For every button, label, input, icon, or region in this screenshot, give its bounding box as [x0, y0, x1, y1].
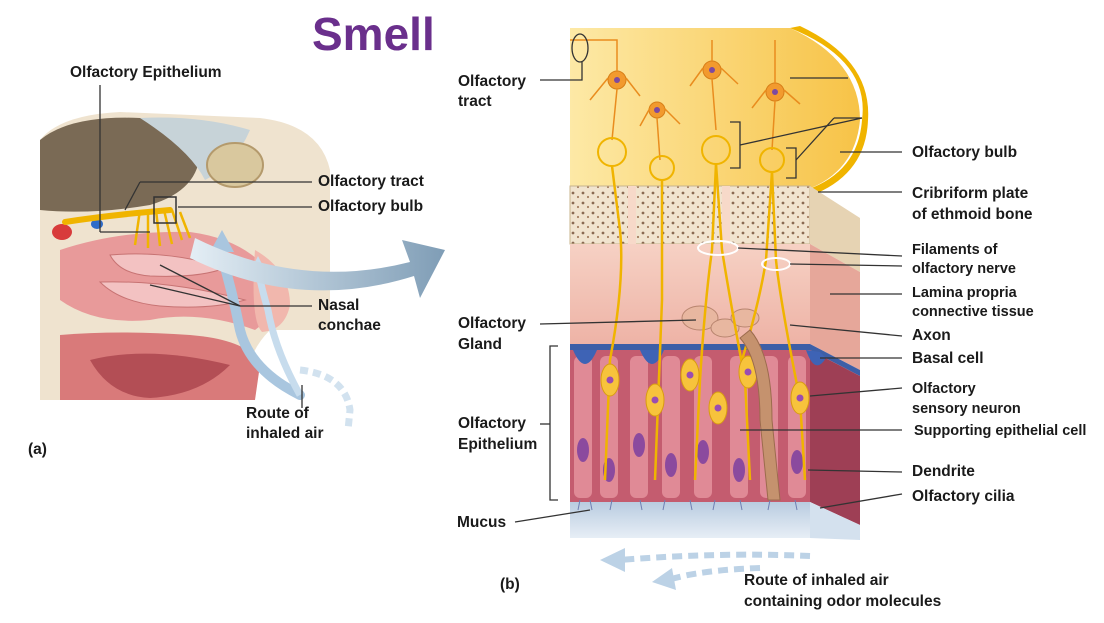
panel-a-leader-lines	[99, 85, 312, 408]
label-supporting-cell: Supporting epithelial cell	[914, 423, 1087, 439]
label-lamina-line1: Lamina propria	[912, 285, 1017, 301]
olfactory-block-illustration	[569, 26, 869, 540]
label-cribriform-line1: Cribriform plate	[912, 185, 1029, 202]
label-filaments-line1: Filaments of	[912, 242, 998, 258]
label-sensory-neuron-line2: sensory neuron	[912, 401, 1021, 417]
label-olfactory-tract-b-line1: Olfactory	[458, 73, 527, 90]
label-olfactory-tract-b-line2: tract	[458, 93, 492, 110]
inhaled-air-arrows-b	[600, 548, 811, 590]
label-nasal-conchae-line1: Nasal	[318, 297, 360, 314]
label-route-air-b-line2: containing odor molecules	[744, 593, 942, 610]
label-olfactory-tract-a: Olfactory tract	[318, 173, 424, 190]
label-olfactory-epithelium-b-line1: Olfactory	[458, 415, 527, 432]
label-cribriform-line2: of ethmoid bone	[912, 206, 1033, 223]
label-route-air-a-line1: Route of	[246, 405, 309, 422]
label-nasal-conchae-line2: conchae	[318, 317, 381, 334]
label-olfactory-epithelium-b-line2: Epithelium	[458, 436, 538, 453]
label-olfactory-bulb-a: Olfactory bulb	[318, 198, 424, 215]
label-dendrite: Dendrite	[912, 463, 975, 480]
label-basal-cell: Basal cell	[912, 350, 984, 367]
label-sensory-neuron-line1: Olfactory	[912, 381, 976, 397]
page-title: Smell	[312, 8, 435, 60]
label-olfactory-epithelium-a: Olfactory Epithelium	[70, 64, 222, 81]
label-mucus: Mucus	[457, 514, 507, 531]
label-olfactory-gland-line1: Olfactory	[458, 315, 527, 332]
panel-b-leader-lines	[514, 62, 903, 523]
label-lamina-line2: connective tissue	[912, 304, 1034, 320]
label-filaments-line2: olfactory nerve	[912, 261, 1016, 277]
label-olfactory-gland-line2: Gland	[458, 336, 502, 353]
panel-label-a: (a)	[28, 441, 47, 458]
label-olfactory-cilia: Olfactory cilia	[912, 488, 1015, 505]
label-route-air-a-line2: inhaled air	[246, 425, 324, 442]
label-route-air-b-line1: Route of inhaled air	[744, 572, 889, 589]
panel-label-b: (b)	[500, 576, 520, 593]
head-section-illustration	[40, 112, 354, 431]
transition-arrow	[190, 238, 445, 298]
label-olfactory-bulb-b: Olfactory bulb	[912, 144, 1018, 161]
label-axon: Axon	[912, 327, 951, 344]
